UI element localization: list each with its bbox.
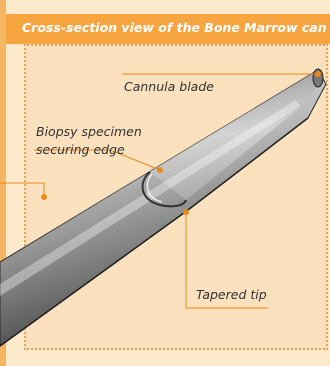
leader-dot-tapered-tip [183, 209, 189, 215]
label-biopsy-line2: securing edge [36, 142, 125, 158]
leader-dot-cannula-blade [315, 71, 321, 77]
leader-line-outer-wall [0, 183, 44, 197]
label-cannula-blade: Cannula blade [124, 79, 214, 95]
leader-dot-outer-wall [41, 194, 47, 200]
label-biopsy-line1: Biopsy specimen [36, 124, 142, 140]
label-tapered-tip: Tapered tip [196, 287, 267, 303]
leader-dot-biopsy-edge [157, 167, 163, 173]
